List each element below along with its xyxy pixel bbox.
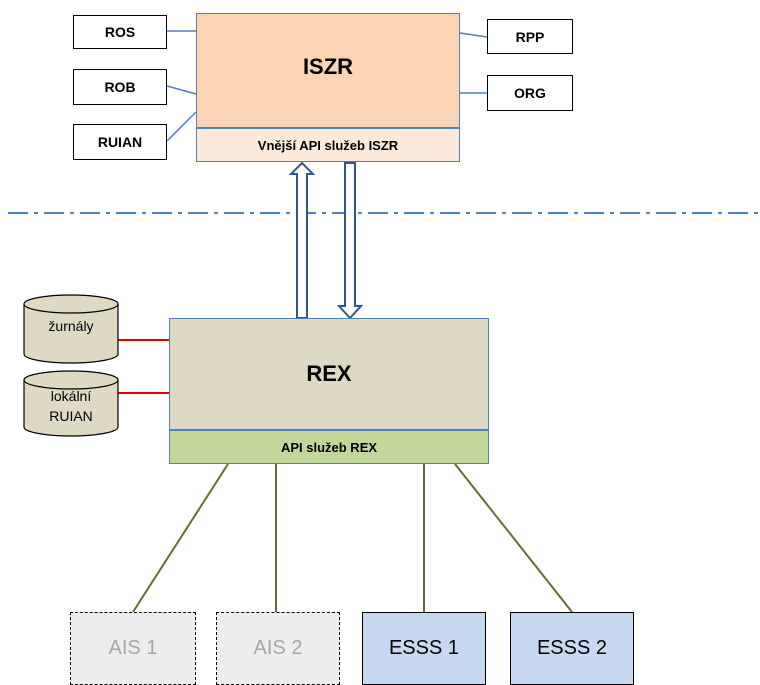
- ruian-connector: [166, 111, 197, 142]
- local-ruian-store: lokální RUIAN: [24, 388, 118, 436]
- iszr-block: ISZR: [196, 13, 460, 128]
- client-esss-1-label: ESSS 1: [388, 637, 460, 659]
- register-ros: ROS: [73, 15, 167, 49]
- client-ais-1-label: AIS 1: [108, 637, 158, 659]
- local-ruian-label-line1: lokální: [50, 388, 92, 404]
- esss2-connector: [454, 463, 573, 613]
- rex-block: REX: [169, 318, 489, 430]
- journals-store: žurnály: [24, 312, 118, 352]
- rex-api-bar: API služeb REX: [169, 430, 489, 464]
- client-ais-1: AIS 1: [70, 612, 196, 685]
- journals-cylinder: [23, 294, 119, 364]
- rex-api-label: API služeb REX: [280, 439, 378, 455]
- arrow-up: [288, 161, 316, 319]
- rpp-connector: [459, 32, 488, 38]
- iszr-api-label: Vnější API služeb ISZR: [257, 137, 399, 153]
- arrow-down: [336, 162, 364, 320]
- register-org: ORG: [487, 75, 573, 111]
- journals-label: žurnály: [48, 318, 94, 334]
- register-ruian: RUIAN: [73, 124, 167, 160]
- client-esss-2-label: ESSS 2: [536, 637, 608, 659]
- iszr-title: ISZR: [302, 53, 354, 79]
- rex-title: REX: [306, 361, 352, 386]
- register-rob: ROB: [73, 69, 167, 105]
- client-ais-2-label: AIS 2: [253, 637, 303, 659]
- register-rpp: RPP: [487, 19, 573, 54]
- rob-connector: [166, 85, 197, 95]
- local-ruian-label-line2: RUIAN: [49, 408, 93, 424]
- client-esss-1: ESSS 1: [362, 612, 486, 685]
- iszr-api-bar: Vnější API služeb ISZR: [196, 128, 460, 162]
- client-esss-2: ESSS 2: [510, 612, 634, 685]
- client-ais-2: AIS 2: [216, 612, 340, 685]
- ais1-connector: [132, 463, 229, 613]
- local-ruian-cylinder: [23, 370, 119, 437]
